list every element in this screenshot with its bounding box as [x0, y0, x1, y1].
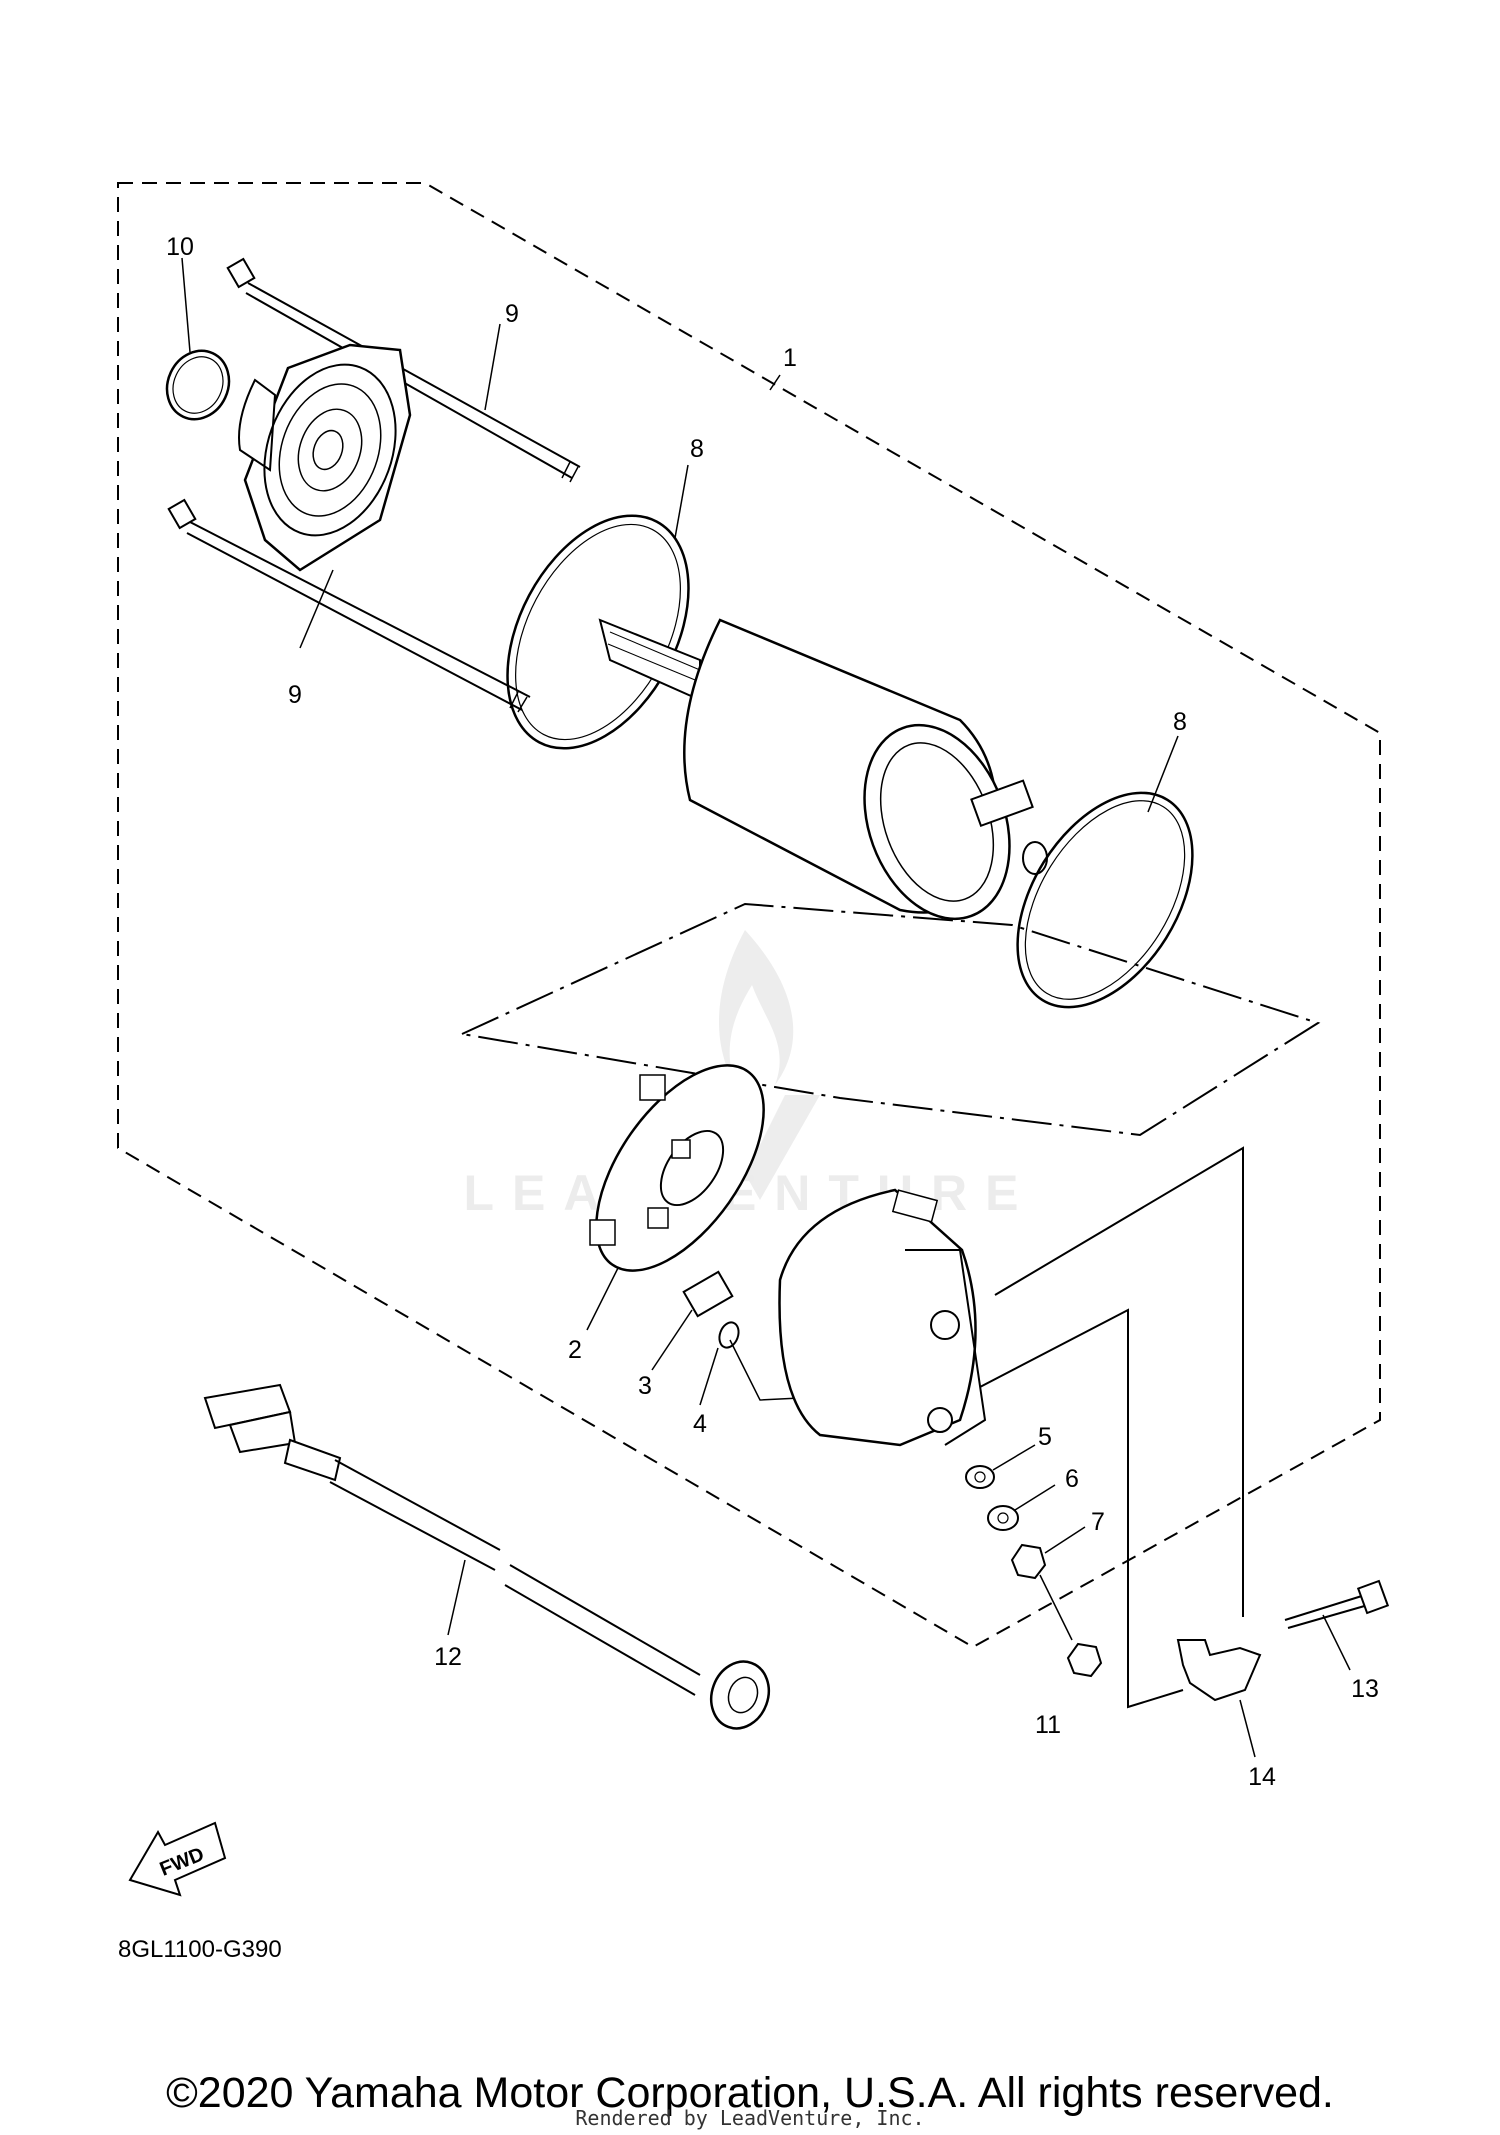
callout-14: 14	[1248, 1763, 1276, 1791]
callout-8-upper: 8	[690, 435, 704, 463]
part-6-washer	[987, 1505, 1019, 1531]
part-5-washer	[965, 1465, 995, 1489]
part-12-cable	[203, 1383, 771, 1730]
forward-arrow-icon: FWD	[128, 1821, 227, 1897]
callout-4: 4	[693, 1410, 707, 1438]
callout-11: 11	[1035, 1711, 1061, 1739]
part-13-bolt	[1284, 1579, 1390, 1629]
flame-logo-icon	[718, 930, 794, 1085]
callout-10: 10	[166, 233, 194, 261]
part-3-brush	[682, 1270, 734, 1318]
o-ring-guide-line	[729, 1339, 801, 1401]
part-8-o-ring-lower	[1016, 791, 1194, 1009]
rear-cover	[778, 1188, 987, 1447]
callout-3: 3	[638, 1372, 652, 1400]
part-10-o-ring	[165, 349, 231, 421]
part-9-bolt-upper	[226, 257, 581, 483]
callout-8-lower: 8	[1173, 708, 1187, 736]
callout-2: 2	[568, 1336, 582, 1364]
bracket-guide-line-2	[979, 1308, 1184, 1709]
part-2-brush-holder	[589, 1064, 765, 1272]
callout-7: 7	[1091, 1508, 1105, 1536]
part-7-nut	[1010, 1543, 1047, 1580]
part-14-bracket	[1176, 1639, 1262, 1702]
callout-1: 1	[783, 344, 797, 372]
leader-lines	[181, 257, 1351, 1758]
assembly-1-boundary	[117, 182, 1381, 1649]
part-11-nut	[1066, 1642, 1103, 1678]
watermark-text: LEADVENTURE	[463, 1165, 1036, 1221]
part-4-o-ring	[718, 1321, 740, 1349]
brush-plate-outline	[458, 902, 1321, 1137]
callout-9-upper: 9	[505, 300, 519, 328]
part-9-bolt-lower	[167, 498, 531, 713]
starter-yoke-armature	[598, 618, 1048, 921]
front-cover	[238, 343, 412, 572]
callout-12: 12	[434, 1643, 462, 1671]
diagram-code: 8GL1100-G390	[118, 1936, 282, 1963]
copyright-notice: ©2020 Yamaha Motor Corporation, U.S.A. A…	[166, 2069, 1334, 2117]
callout-13: 13	[1351, 1675, 1379, 1703]
rendered-by-credit: Rendered by LeadVenture, Inc.	[575, 2106, 925, 2130]
callout-5: 5	[1038, 1423, 1052, 1451]
callout-9-lower: 9	[288, 681, 302, 709]
callout-6: 6	[1065, 1465, 1079, 1493]
bracket-guide-line-1	[994, 1146, 1244, 1617]
